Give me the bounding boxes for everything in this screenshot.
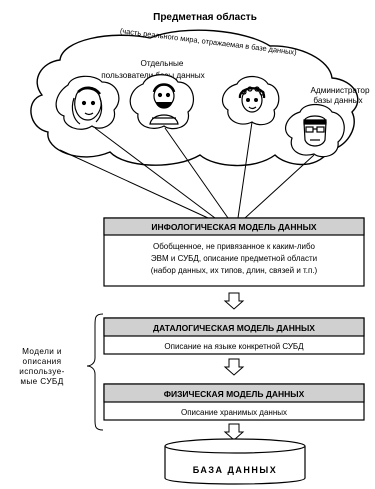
infological-desc-line1: Обобщенное, не привязанное к каким-либо <box>153 242 316 251</box>
domain-title: Предметная область <box>153 11 257 23</box>
side-label-line4: мые СУБД <box>20 377 63 386</box>
admin-label-line2: базы данных <box>313 96 362 105</box>
side-label-line3: используе- <box>19 367 64 376</box>
side-label-line1: Модели и <box>22 347 62 356</box>
connector-lines <box>59 121 315 219</box>
down-arrow-icon <box>223 292 245 310</box>
physical-title-bg <box>103 383 365 403</box>
users-label-line1: Отдельные <box>141 59 184 68</box>
side-label-line2: описания <box>23 357 62 366</box>
woman-face-icon <box>71 86 103 125</box>
physical-desc: Описание хранимых данных <box>181 408 287 417</box>
infological-desc-line2: ЭВМ и СУБД, описание предметной области <box>151 254 317 263</box>
database-label: БАЗА ДАННЫХ <box>193 465 278 475</box>
user-cloud-3 <box>221 75 280 126</box>
admin-cloud <box>284 103 345 158</box>
datalogical-title-bg <box>103 317 365 337</box>
user-cloud-2 <box>129 74 195 130</box>
curly-person-icon <box>238 86 266 113</box>
user-cloud-1 <box>55 75 120 130</box>
bearded-man-icon <box>149 83 179 125</box>
infological-desc-line3: (набор данных, их типов, длин, связей и … <box>151 266 318 275</box>
physical-title: ФИЗИЧЕСКАЯ МОДЕЛЬ ДАННЫХ <box>164 389 305 399</box>
glasses-man-icon <box>303 115 327 147</box>
down-arrow-icon <box>223 423 245 441</box>
infological-title: ИНФОЛОГИЧЕСКАЯ МОДЕЛЬ ДАННЫХ <box>151 222 317 232</box>
admin-label-line1: Администратор <box>310 86 370 95</box>
down-arrow-icon <box>223 358 245 376</box>
side-bracket <box>86 313 104 431</box>
datalogical-title: ДАТАЛОГИЧЕСКАЯ МОДЕЛЬ ДАННЫХ <box>153 323 315 333</box>
database-cylinder-icon <box>164 438 306 485</box>
infological-title-bg <box>103 217 365 236</box>
datalogical-desc: Описание на языке конкретной СУБД <box>164 342 304 351</box>
